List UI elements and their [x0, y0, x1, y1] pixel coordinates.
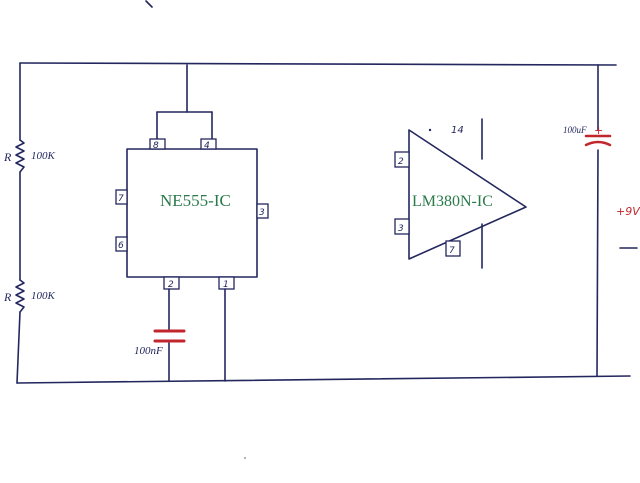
- timing-capacitor: 100nF: [134, 329, 186, 357]
- supply-capacitor: + 100uF: [563, 124, 612, 147]
- ne555-pin-2: [163, 276, 180, 290]
- lm380n-pin-14: 14: [451, 125, 464, 136]
- resistor-bottom: R 100K: [3, 279, 56, 313]
- lm380n-ic: 2 3 7 14 LM380N-IC: [394, 118, 527, 269]
- ne555-pin-6: [115, 236, 128, 252]
- svg-text:3: 3: [259, 208, 265, 218]
- ne555-pin-3: [256, 203, 269, 219]
- lm380n-pin-2: [394, 151, 410, 168]
- lm380n-label: LM380N-IC: [412, 193, 493, 210]
- battery-value: +9V: [616, 205, 640, 218]
- svg-text:6: 6: [118, 241, 124, 251]
- resistor-top: R 100K: [3, 139, 56, 173]
- supply-capacitor-polarity: +: [594, 124, 603, 137]
- svg-text:3: 3: [398, 224, 404, 234]
- svg-text:4: 4: [204, 141, 210, 151]
- svg-text:2: 2: [168, 280, 174, 290]
- timing-capacitor-value: 100nF: [134, 345, 163, 357]
- ne555-pin-4: [200, 138, 217, 150]
- resistor-top-symbol: R: [3, 150, 12, 164]
- svg-text:8: 8: [153, 141, 159, 151]
- ne555-pin-8: [149, 138, 166, 150]
- supply-capacitor-value: 100uF: [563, 125, 587, 135]
- battery: +9V: [616, 205, 640, 249]
- ne555-pin-7: [115, 189, 128, 205]
- pen-mark: [145, 0, 153, 8]
- lm380n-body: [408, 129, 527, 260]
- resistor-bottom-symbol: R: [3, 290, 12, 304]
- resistor-bottom-value: 100K: [31, 290, 56, 302]
- lm380n-pin-7: [445, 240, 461, 257]
- resistor-top-value: 100K: [31, 150, 56, 162]
- lm380n-pin-3: [394, 218, 410, 235]
- ne555-ic: 8 4 7 6 3 2 1 NE555-IC: [115, 64, 269, 290]
- stray-dot: [244, 457, 246, 459]
- svg-text:2: 2: [398, 157, 404, 167]
- svg-text:7: 7: [449, 246, 455, 256]
- ne555-pin-1: [218, 276, 235, 290]
- outer-wire-frame: [16, 62, 631, 384]
- ne555-body: [126, 148, 258, 278]
- ne555-label: NE555-IC: [160, 191, 231, 210]
- svg-text:7: 7: [118, 194, 124, 204]
- svg-text:1: 1: [223, 280, 229, 290]
